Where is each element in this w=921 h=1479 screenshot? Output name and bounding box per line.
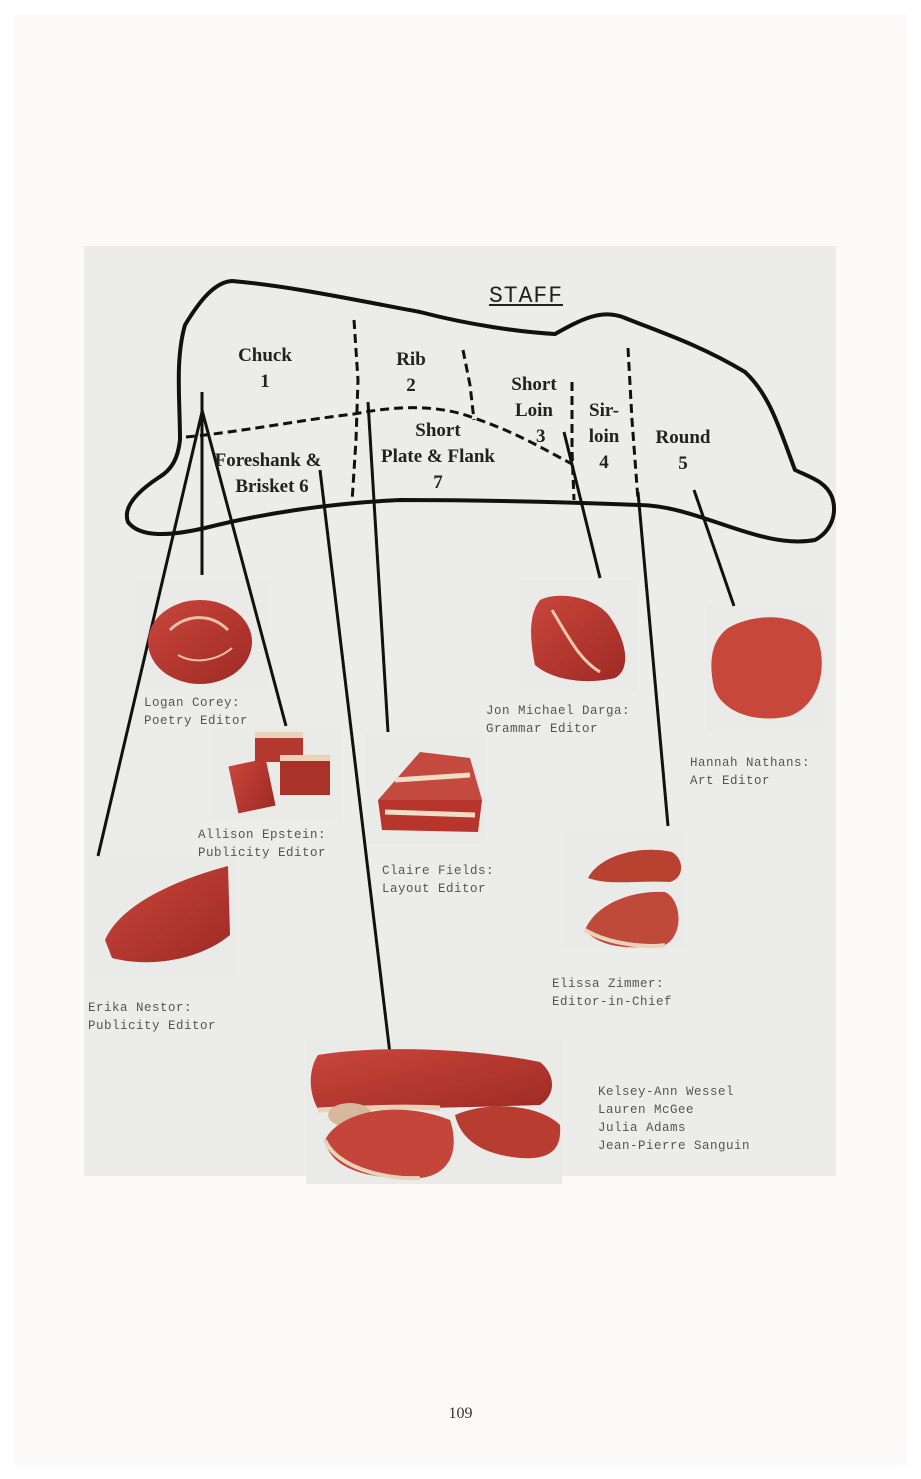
caption-elissa: Elissa Zimmer: Editor-in-Chief <box>552 975 672 1011</box>
cut-name: Chuck <box>225 343 305 369</box>
cut-name: Plate & Flank <box>364 444 512 470</box>
meat-photo-allison <box>228 732 330 813</box>
cut-name: Short <box>494 372 574 398</box>
cut-number: 1 <box>225 369 305 395</box>
cut-number: 5 <box>642 451 724 477</box>
cut-name: Short <box>364 418 512 444</box>
beef-outline <box>127 281 834 541</box>
staff-name: Erika Nestor: <box>88 999 216 1017</box>
caption-logan: Logan Corey: Poetry Editor <box>144 694 248 730</box>
caption-erika: Erika Nestor: Publicity Editor <box>88 999 216 1035</box>
meat-photo-elissa <box>585 850 681 948</box>
division-chuck-rib <box>352 320 358 502</box>
cut-label-chuck: Chuck 1 <box>225 343 305 395</box>
cut-name: Brisket 6 <box>198 474 338 500</box>
staff-name: Jean-Pierre Sanguin <box>598 1137 750 1155</box>
cut-label-sirloin: Sir- loin 4 <box>576 398 632 476</box>
caption-jon: Jon Michael Darga: Grammar Editor <box>486 702 630 738</box>
cut-number: 4 <box>576 450 632 476</box>
staff-name: Hannah Nathans: <box>690 754 810 772</box>
cut-name: Round <box>642 425 724 451</box>
division-rib-loin <box>463 350 474 420</box>
staff-title: STAFF <box>489 283 563 309</box>
staff-name: Claire Fields: <box>382 862 494 880</box>
staff-name: Kelsey-Ann Wessel <box>598 1083 750 1101</box>
staff-name: Logan Corey: <box>144 694 248 712</box>
connector-group <box>320 470 390 1054</box>
staff-role: Layout Editor <box>382 880 494 898</box>
caption-hannah: Hannah Nathans: Art Editor <box>690 754 810 790</box>
staff-role: Publicity Editor <box>88 1017 216 1035</box>
connector-elissa <box>638 492 668 826</box>
staff-role: Poetry Editor <box>144 712 248 730</box>
staff-name: Julia Adams <box>598 1119 750 1137</box>
cut-number: 7 <box>364 470 512 496</box>
cut-label-round: Round 5 <box>642 425 724 477</box>
meat-photo-erika <box>105 866 230 962</box>
connector-hannah <box>694 490 734 606</box>
staff-role: Publicity Editor <box>198 844 326 862</box>
cut-label-rib: Rib 2 <box>376 347 446 399</box>
caption-claire: Claire Fields: Layout Editor <box>382 862 494 898</box>
cut-name: Rib <box>376 347 446 373</box>
staff-name: Jon Michael Darga: <box>486 702 630 720</box>
caption-group: Kelsey-Ann Wessel Lauren McGee Julia Ada… <box>598 1083 750 1155</box>
cut-number: 2 <box>376 373 446 399</box>
meat-photo-logan <box>148 600 252 684</box>
cut-label-short-plate: Short Plate & Flank 7 <box>364 418 512 496</box>
page-number: 109 <box>0 1405 921 1423</box>
staff-name: Elissa Zimmer: <box>552 975 672 993</box>
cut-name: Foreshank & <box>198 448 338 474</box>
staff-name: Lauren McGee <box>598 1101 750 1119</box>
staff-role: Art Editor <box>690 772 810 790</box>
staff-role: Grammar Editor <box>486 720 630 738</box>
meat-photo-group <box>311 1049 560 1178</box>
cut-name: Sir- <box>576 398 632 424</box>
meat-photo-hannah <box>711 617 821 718</box>
cut-label-foreshank: Foreshank & Brisket 6 <box>198 448 338 500</box>
meat-photo-claire <box>378 752 482 832</box>
staff-role: Editor-in-Chief <box>552 993 672 1011</box>
staff-name: Allison Epstein: <box>198 826 326 844</box>
cut-name: loin <box>576 424 632 450</box>
caption-allison: Allison Epstein: Publicity Editor <box>198 826 326 862</box>
meat-photo-jon <box>531 596 625 681</box>
